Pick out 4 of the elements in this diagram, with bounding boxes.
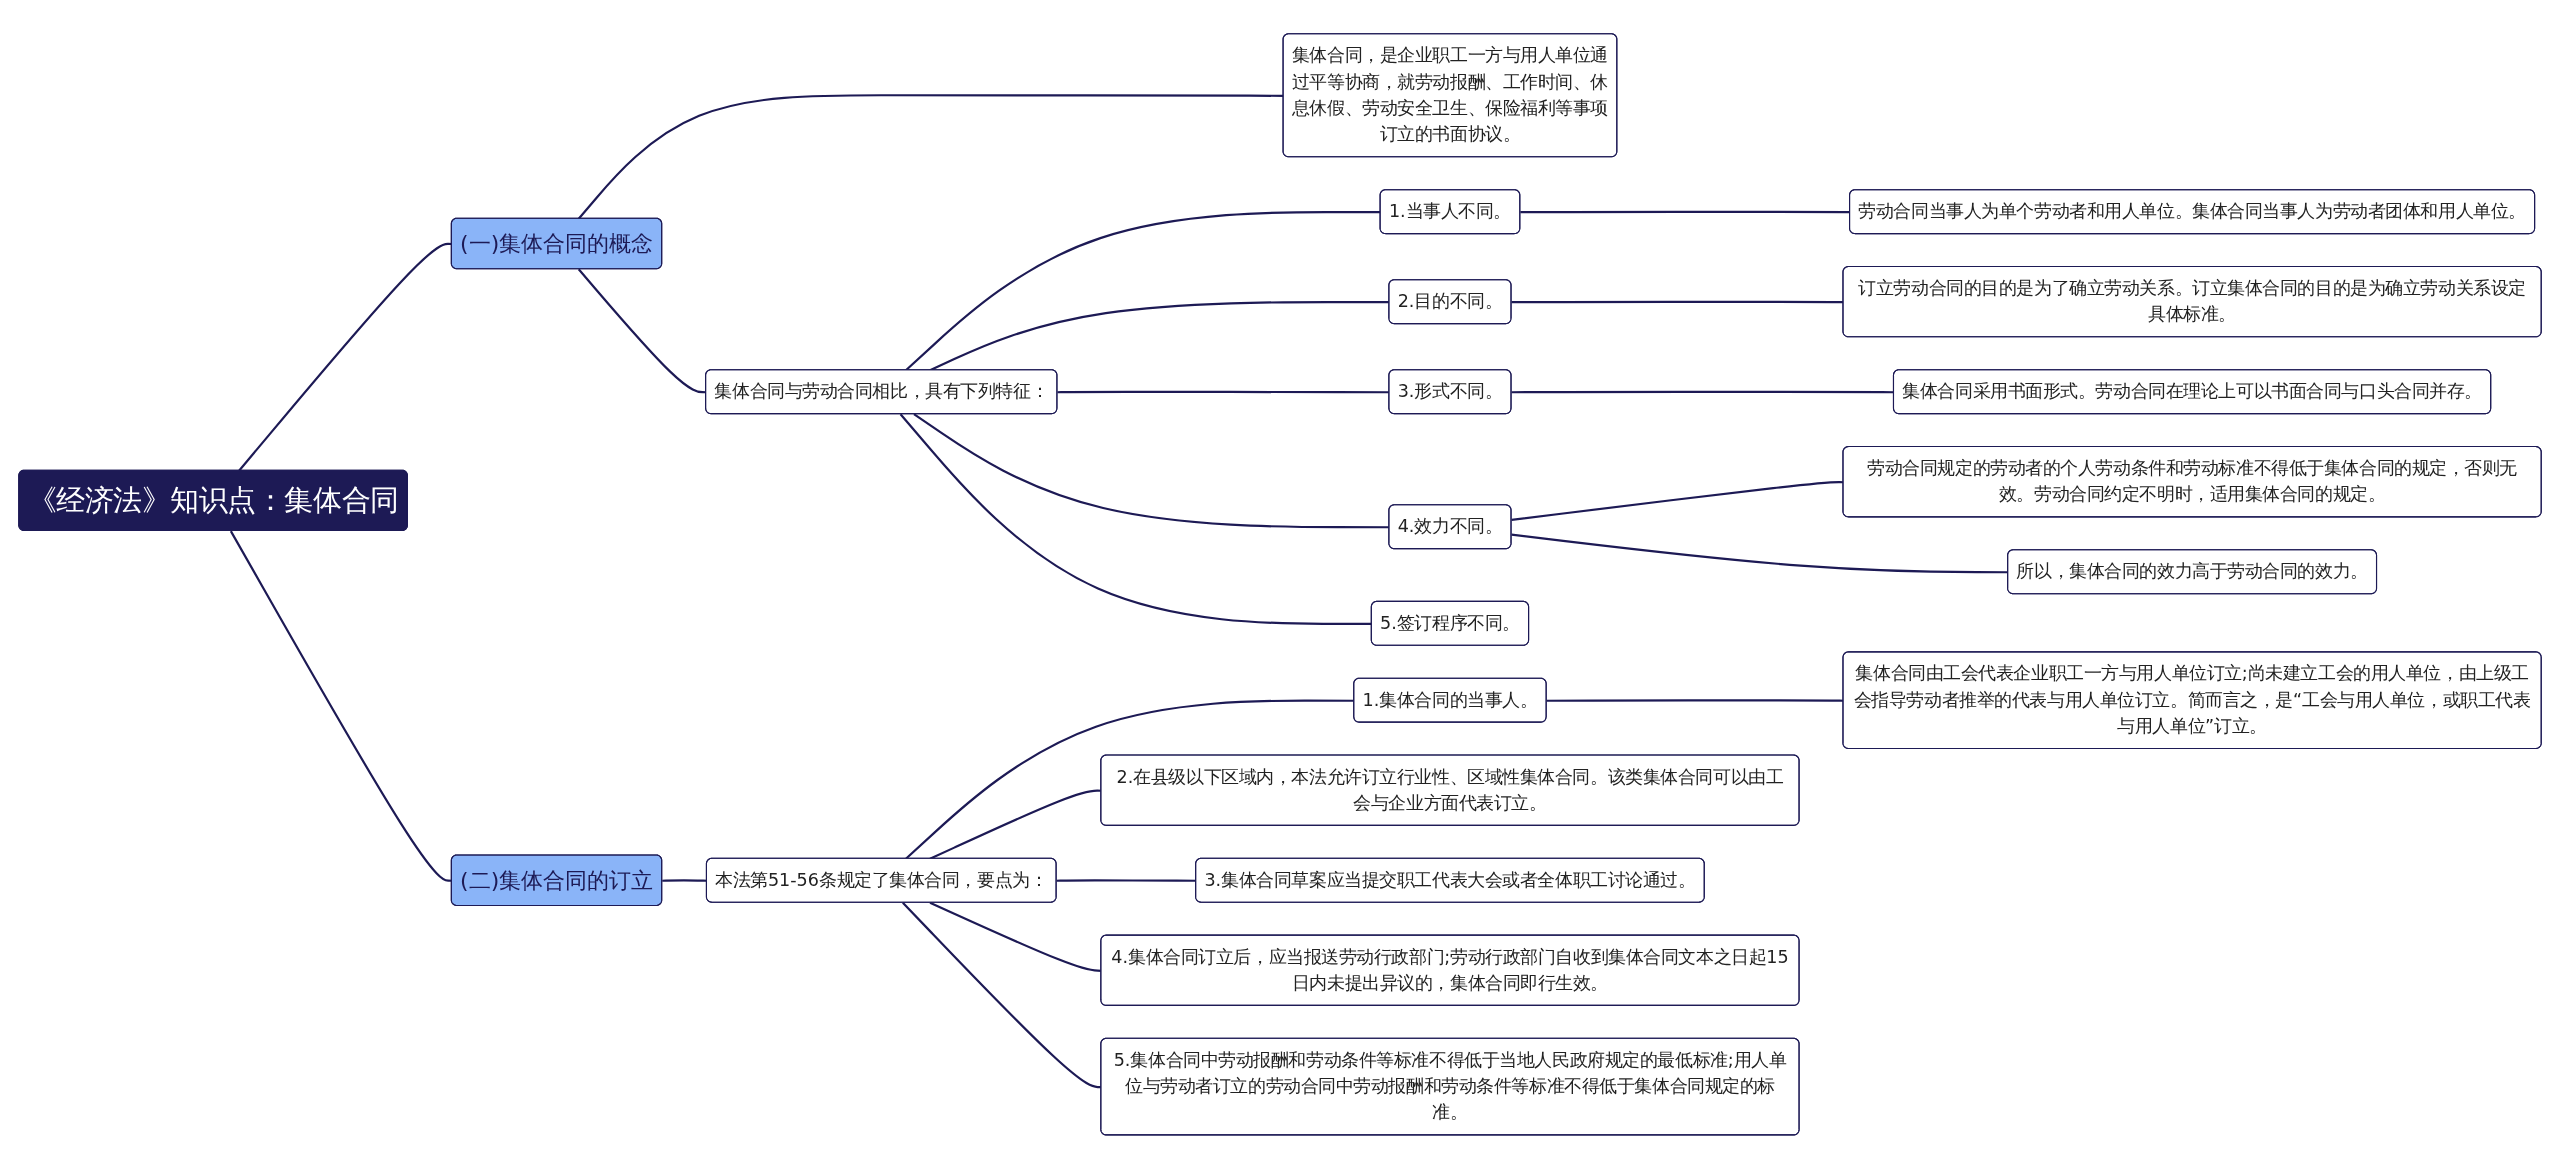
- connector: [905, 210, 1381, 371]
- connector: [899, 413, 1372, 625]
- connector: [662, 878, 707, 882]
- connector: [229, 530, 452, 882]
